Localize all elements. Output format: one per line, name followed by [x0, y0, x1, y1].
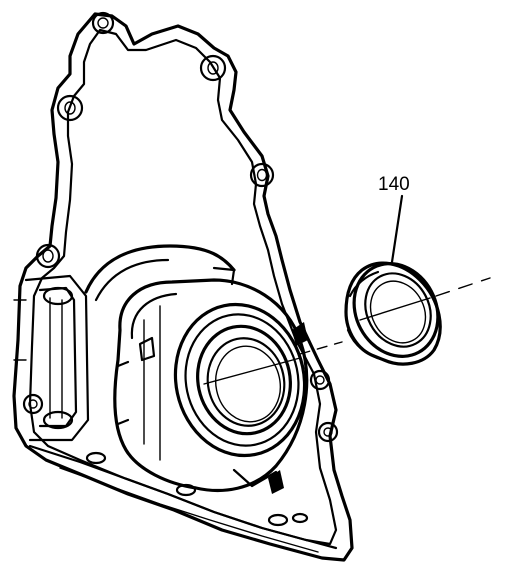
bolt-boss-bottom-right	[317, 421, 339, 443]
cover-outline	[12, 12, 354, 562]
bolt-boss-right	[249, 162, 275, 188]
seal-face-outer	[352, 262, 440, 358]
front-cover	[12, 11, 354, 562]
crank-bore-housing	[84, 244, 309, 494]
bolt-boss-upper-left	[56, 94, 84, 122]
bolt-boss-left	[35, 243, 61, 269]
bottom-flange	[28, 444, 338, 553]
bolt-boss-lower-right	[309, 369, 331, 391]
seal-part	[344, 261, 442, 366]
bolt-boss-top	[91, 11, 115, 35]
bolt-boss-lower-left	[22, 393, 44, 415]
left-bracket	[13, 274, 90, 442]
alignment-centerline	[203, 277, 491, 385]
seal-face-inner	[364, 272, 432, 348]
callout-leader-line	[390, 194, 404, 264]
seal-lip	[369, 280, 427, 344]
seal-outer-shell	[344, 261, 442, 366]
bolt-boss-upper-right	[199, 54, 227, 82]
callout-number-140: 140	[378, 174, 410, 195]
cover-inner-rim	[28, 28, 338, 546]
